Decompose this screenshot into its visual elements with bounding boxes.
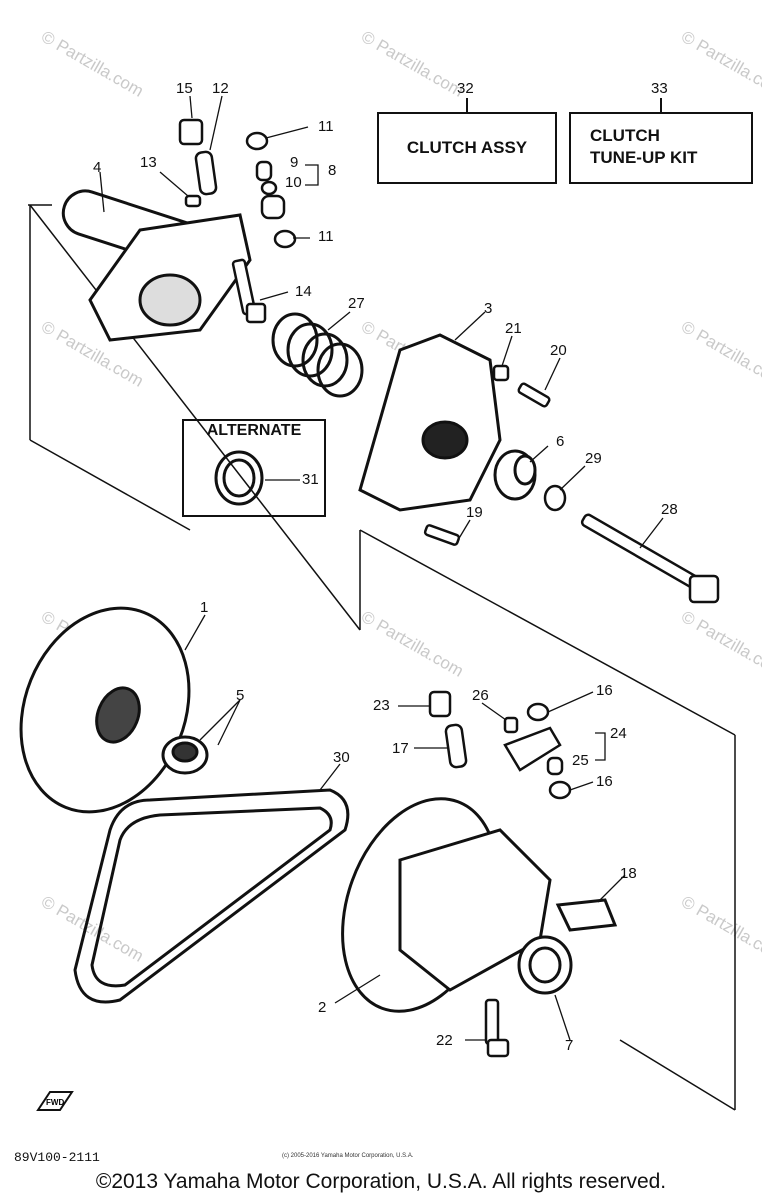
- callout-12: 12: [212, 80, 229, 97]
- part-2-secondary-body: [341, 797, 552, 1013]
- callout-6: 6: [556, 433, 564, 450]
- part-26-setscrew: [503, 716, 519, 734]
- part-14-bolt: [231, 258, 267, 324]
- part-1-fixed-sheave: [19, 606, 191, 814]
- part-19-bolt: [423, 524, 461, 546]
- callout-28: 28: [661, 501, 678, 518]
- callout-32: 32: [457, 80, 474, 97]
- callout-18: 18: [620, 865, 637, 882]
- callout-24: 24: [610, 725, 627, 742]
- leader-lines: [99, 95, 664, 1041]
- part-8-weight-set: [255, 160, 286, 220]
- callout-14: 14: [295, 283, 312, 300]
- callout-13: 13: [140, 154, 157, 171]
- front-arrow-text: FWD: [46, 1098, 64, 1107]
- front-arrow-icon: FWD: [36, 1090, 74, 1116]
- part-15-nut: [178, 118, 204, 146]
- callout-8: 8: [328, 162, 336, 179]
- watermark-text: © Partzilla.com: [38, 27, 147, 101]
- callout-23: 23: [373, 697, 390, 714]
- part-20-bolt: [517, 382, 551, 408]
- watermark-text: © Partzilla.com: [678, 317, 762, 391]
- watermark-text: © Partzilla.com: [358, 27, 467, 101]
- alternate-box: [182, 419, 326, 517]
- callout-10: 10: [285, 174, 302, 191]
- part-6-roller: [493, 449, 537, 501]
- assembly-frame: [28, 204, 736, 1111]
- alternate-label: ALTERNATE: [206, 422, 302, 439]
- callout-4: 4: [93, 159, 101, 176]
- callout-22: 22: [436, 1032, 453, 1049]
- callouts: 1 2 3 4 5 6 7 8 9 10 11 11 12 13 14 15 1…: [93, 80, 678, 1054]
- drawing-code: 89V100-2111: [14, 1150, 100, 1165]
- part-11-washer: [245, 131, 297, 249]
- tune-up-kit-label: CLUTCH TUNE-UP KIT: [590, 125, 740, 169]
- callout-29: 29: [585, 450, 602, 467]
- part-28-bolt: [580, 513, 720, 604]
- part-18-sleeve: [555, 898, 618, 932]
- watermark-text: © Partzilla.com: [678, 892, 762, 966]
- callout-20: 20: [550, 342, 567, 359]
- callout-31: 31: [302, 471, 319, 488]
- watermark-text: © Partzilla.com: [358, 607, 467, 681]
- part-17-pin: [444, 723, 468, 769]
- part-3-cover: [358, 333, 502, 512]
- callout-15: 15: [176, 80, 193, 97]
- part-5-bushing: [161, 735, 209, 775]
- callout-27: 27: [348, 295, 365, 312]
- part-12-pin: [194, 150, 218, 196]
- watermark-text: © Partzilla.com: [678, 27, 762, 101]
- part-7-seal: [517, 935, 573, 995]
- part-13-setscrew: [184, 194, 202, 208]
- callout-11-bottom: 11: [318, 228, 334, 245]
- callout-30: 30: [333, 749, 350, 766]
- tune-up-kit-label-line1: CLUTCH: [590, 126, 660, 145]
- callout-26: 26: [472, 687, 489, 704]
- callout-3: 3: [484, 300, 492, 317]
- part-23-nut: [428, 690, 452, 718]
- part-27-spring: [271, 312, 364, 398]
- watermark-text: © Partzilla.com: [678, 607, 762, 681]
- part-29-clip: [543, 484, 567, 512]
- clutch-assy-label: CLUTCH ASSY: [406, 138, 528, 157]
- callout-19: 19: [466, 504, 483, 521]
- callout-17: 17: [392, 740, 409, 757]
- callout-11-top: 11: [318, 118, 334, 135]
- tune-up-kit-label-line2: TUNE-UP KIT: [590, 148, 698, 167]
- part-31-washer: [214, 450, 264, 506]
- part-30-belt: [73, 788, 350, 1004]
- kit-boxes: [182, 98, 753, 517]
- part-21-nut: [492, 364, 510, 382]
- part-4-primary-body: [61, 189, 252, 342]
- callout-5: 5: [236, 687, 244, 704]
- part-22-bolt: [484, 998, 510, 1058]
- callout-2: 2: [318, 999, 326, 1016]
- small-copyright: (c) 2005-2016 Yamaha Motor Corporation, …: [282, 1153, 414, 1159]
- callout-16-bottom: 16: [596, 773, 613, 790]
- copyright-footer: ©2013 Yamaha Motor Corporation, U.S.A. A…: [95, 1170, 667, 1193]
- callout-16-top: 16: [596, 682, 613, 699]
- callout-25: 25: [572, 752, 589, 769]
- callout-7: 7: [565, 1037, 573, 1054]
- callout-1: 1: [200, 599, 208, 616]
- callout-9: 9: [290, 154, 298, 171]
- callout-33: 33: [651, 80, 668, 97]
- callout-21: 21: [505, 320, 522, 337]
- part-24-weight-set: [503, 726, 564, 776]
